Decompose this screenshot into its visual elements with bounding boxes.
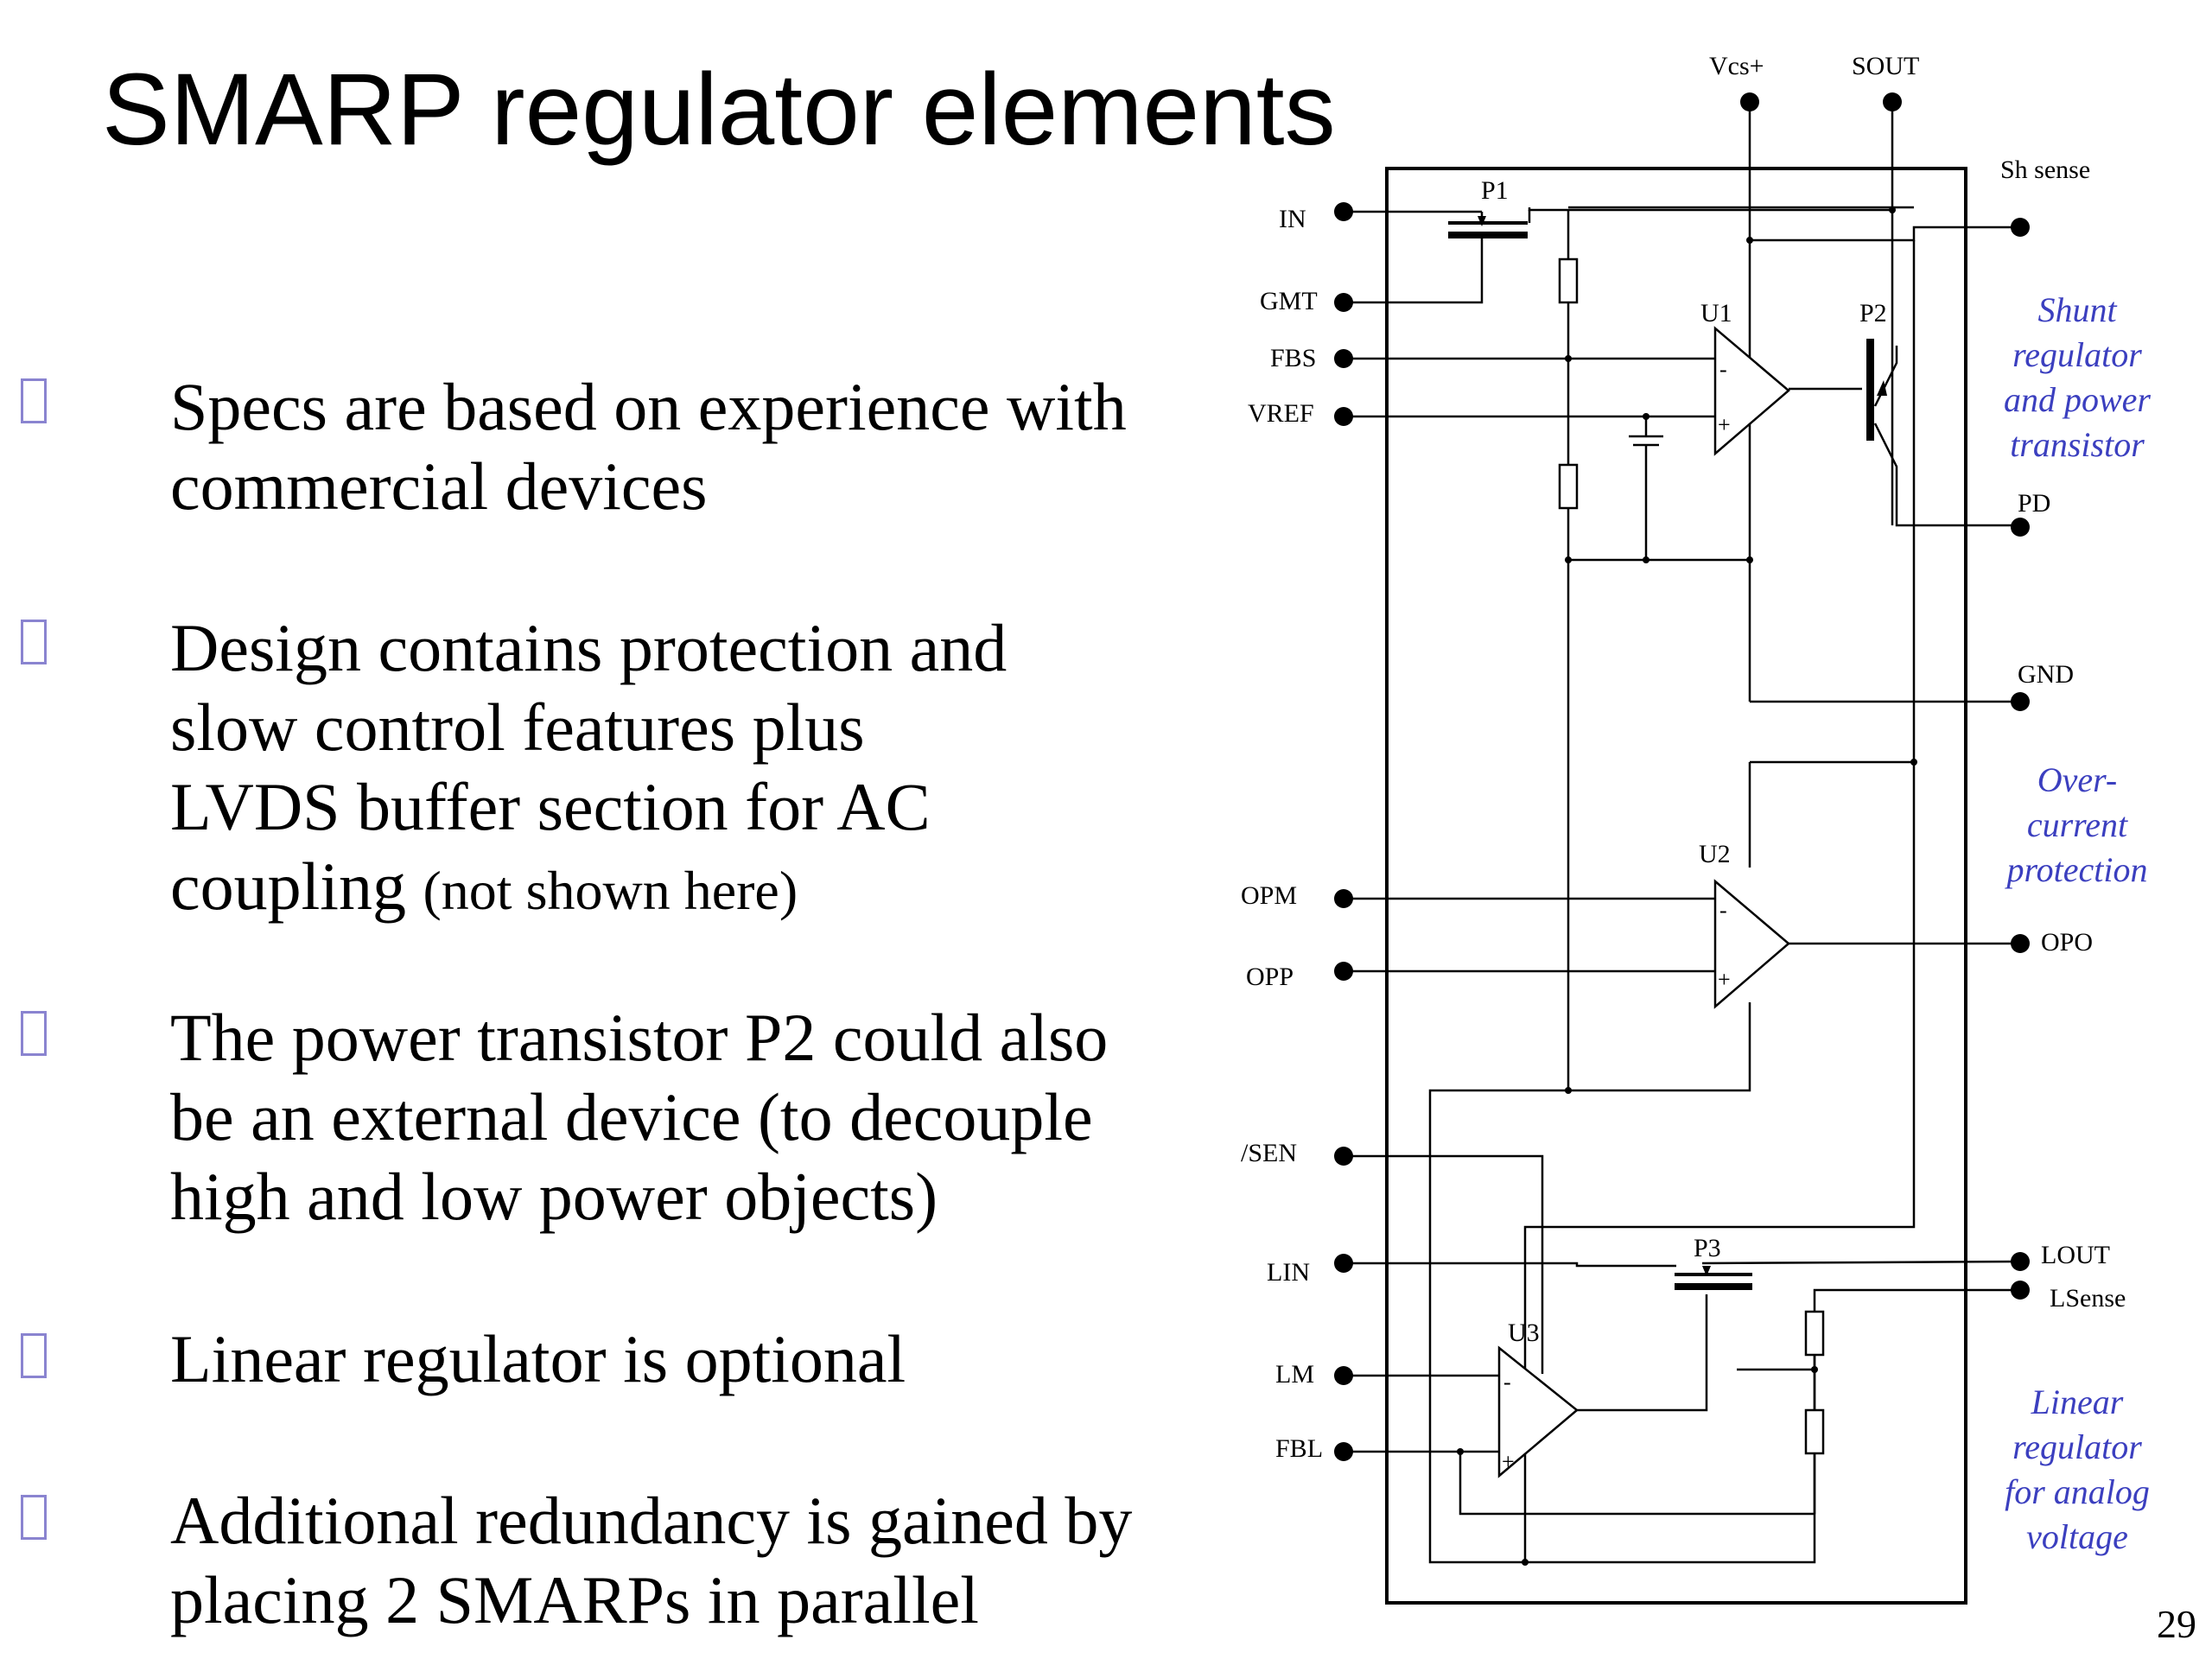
transistor-p1: P1	[1448, 176, 1528, 238]
left-pins: IN GMT FBS VREF OPM OPP /SEN LIN LM FBL	[1241, 202, 1353, 1463]
pin-label-opm: OPM	[1241, 881, 1297, 910]
bullet-line-text: coupling	[170, 849, 406, 924]
annotation-line: regulator	[2012, 335, 2142, 374]
bullet-line: high and low power objects)	[170, 1159, 938, 1234]
bullet-line: LVDS buffer section for AC	[170, 769, 931, 844]
bullet-line: coupling (not shown here)	[170, 847, 1242, 931]
bullet-line: Linear regulator is optional	[170, 1321, 906, 1396]
bullet-line: placing 2 SMARPs in parallel	[170, 1562, 979, 1637]
svg-text:-: -	[1719, 898, 1727, 923]
chip-outline	[1385, 167, 1967, 1605]
page-number: 29	[2157, 1602, 2196, 1646]
bullet-suffix: (not shown here)	[423, 860, 798, 921]
pin-label-vref: VREF	[1248, 399, 1314, 428]
bullet-marker	[21, 620, 47, 664]
vref-capacitor	[1629, 435, 1663, 447]
label-u2: U2	[1699, 840, 1731, 868]
pin-label-fbl: FBL	[1275, 1434, 1323, 1463]
pin-label-lm: LM	[1275, 1360, 1314, 1389]
bullet-marker	[21, 378, 47, 423]
svg-text:+: +	[1718, 967, 1731, 992]
slide-title: SMARP regulator elements	[102, 53, 1336, 167]
annotation-line: and power	[2004, 380, 2151, 419]
pin-label-opo: OPO	[2041, 928, 2093, 957]
resistor-r3	[1804, 1310, 1825, 1357]
annotation-line: regulator	[2012, 1427, 2142, 1466]
pin-label-vcs: Vcs+	[1709, 52, 1764, 80]
bullet-marker	[21, 1011, 47, 1056]
svg-text:+: +	[1718, 412, 1731, 437]
opamp-u2: - + U2	[1699, 840, 1790, 1009]
pin-label-sen: /SEN	[1241, 1139, 1297, 1167]
pin-label-pd: PD	[2018, 489, 2050, 518]
transistor-p3: P3	[1675, 1234, 1752, 1290]
label-p2: P2	[1859, 299, 1887, 327]
pin-label-gnd: GND	[2018, 660, 2074, 689]
right-pins: Sh sense PD GND OPO LOUT LSense	[2000, 156, 2126, 1313]
annotation-line: Over-	[2037, 760, 2117, 799]
pin-sout	[1883, 92, 1902, 111]
annotation-line: transistor	[2010, 425, 2145, 464]
bullet-text: Specs are based on experience with comme…	[170, 367, 1242, 526]
annotation-linear: Linear regulator for analog voltage	[2005, 1382, 2150, 1556]
annotation-line: protection	[2005, 850, 2148, 889]
annotation-line: voltage	[2026, 1517, 2128, 1556]
annotation-line: Linear	[2031, 1382, 2124, 1421]
annotation-overcurrent: Over- current protection	[2005, 760, 2148, 889]
pin-label-lout: LOUT	[2041, 1241, 2110, 1269]
label-u1: U1	[1700, 299, 1732, 327]
svg-text:+: +	[1502, 1449, 1515, 1474]
svg-text:-: -	[1503, 1370, 1511, 1395]
pin-label-sh-sense: Sh sense	[2000, 156, 2090, 184]
pin-label-sout: SOUT	[1852, 52, 1919, 80]
annotation-line: Shunt	[2037, 290, 2117, 329]
pin-label-lin: LIN	[1267, 1258, 1310, 1287]
svg-text:-: -	[1719, 357, 1727, 382]
pin-vcs	[1740, 92, 1759, 111]
bullet-list: Specs are based on experience with comme…	[21, 367, 1242, 1640]
opamp-u3: - + U3	[1497, 1319, 1579, 1478]
junction-dots	[1457, 207, 1917, 1566]
bullet-line: The power transistor P2 could also	[170, 1000, 1109, 1075]
opamp-u1: - + U1	[1700, 299, 1790, 456]
label-p1: P1	[1481, 176, 1509, 205]
label-p3: P3	[1694, 1234, 1721, 1262]
pin-label-opp: OPP	[1246, 963, 1294, 991]
pin-label-fbs: FBS	[1270, 344, 1316, 372]
bullet-marker	[21, 1495, 47, 1540]
bullet-line: Design contains protection and	[170, 610, 1007, 685]
bullet-line: be an external device (to decouple	[170, 1079, 1093, 1154]
bullet-line: Additional redundancy is gained by	[170, 1483, 1133, 1558]
pin-label-in: IN	[1279, 205, 1306, 233]
bullet-line: slow control features plus	[170, 690, 865, 765]
bullet-line: Specs are based on experience with	[170, 369, 1127, 444]
resistors	[1558, 257, 1825, 1455]
pin-pd	[2011, 518, 2030, 537]
annotation-line: current	[2027, 805, 2128, 844]
pin-label-lsense: LSense	[2050, 1284, 2126, 1313]
resistor-r4	[1804, 1408, 1825, 1455]
wires	[1344, 206, 2021, 1564]
bullet-line: commercial devices	[170, 448, 708, 524]
annotation-shunt: Shunt regulator and power transistor	[2004, 290, 2151, 464]
transistor-p2: P2	[1859, 299, 1887, 441]
label-u3: U3	[1508, 1319, 1540, 1347]
bullet-marker	[21, 1333, 47, 1378]
resistor-r1	[1558, 257, 1579, 304]
bullet-text: Linear regulator is optional	[170, 1319, 1242, 1399]
bullet-text: Design contains protection and slow cont…	[170, 608, 1242, 931]
annotation-line: for analog	[2005, 1472, 2150, 1511]
bullet-text: Additional redundancy is gained by placi…	[170, 1481, 1242, 1640]
resistor-r2	[1558, 463, 1579, 510]
bullet-text: The power transistor P2 could also be an…	[170, 998, 1242, 1236]
pin-label-gmt: GMT	[1260, 287, 1318, 315]
